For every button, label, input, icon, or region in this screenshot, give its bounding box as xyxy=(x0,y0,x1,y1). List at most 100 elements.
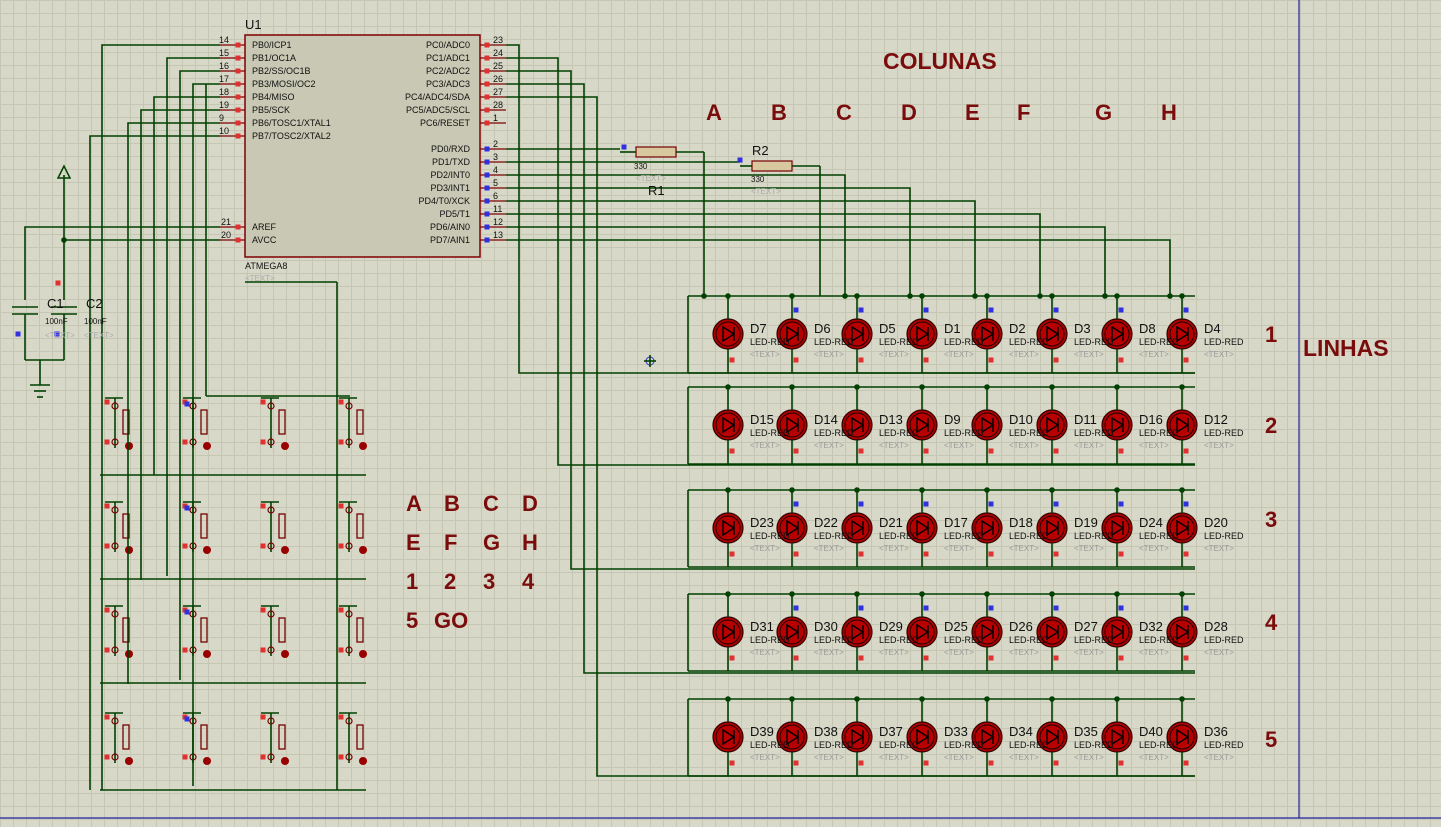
mcu-pin-number: 14 xyxy=(219,35,230,45)
switch-contact xyxy=(345,402,353,410)
pin-marker xyxy=(1053,357,1059,363)
wire xyxy=(506,187,911,296)
led-text: <TEXT> xyxy=(814,350,844,359)
mcu-pin-number: 17 xyxy=(219,74,230,84)
pin-marker xyxy=(1053,655,1059,661)
mcu-pin-number: 3 xyxy=(493,152,499,162)
led-ref: D28 xyxy=(1204,619,1228,634)
pin-marker xyxy=(793,605,799,611)
pin-marker xyxy=(793,501,799,507)
pin-marker xyxy=(923,760,929,766)
pin-marker xyxy=(104,543,110,549)
pin-marker xyxy=(988,605,994,611)
led-ref: D6 xyxy=(814,321,831,336)
mcu-pin-number: 27 xyxy=(493,87,504,97)
led-type: LED-RED xyxy=(879,635,919,645)
led-type: LED-RED xyxy=(1204,337,1244,347)
pin-marker xyxy=(1183,551,1189,557)
led-type: LED-RED xyxy=(879,428,919,438)
led-text: <TEXT> xyxy=(1074,648,1104,657)
row-drive-wire xyxy=(506,44,1195,374)
pin-marker xyxy=(729,655,735,661)
led-symbol xyxy=(981,416,995,434)
led-type: LED-RED xyxy=(1139,531,1179,541)
led-type: LED-RED xyxy=(1074,337,1114,347)
led-ref: D13 xyxy=(879,412,903,427)
led-type: LED-RED xyxy=(814,635,854,645)
switch-contact xyxy=(345,717,353,725)
pin-marker xyxy=(923,605,929,611)
pin-marker xyxy=(729,760,735,766)
pin-marker xyxy=(923,307,929,313)
led-type: LED-RED xyxy=(1009,531,1049,541)
wire xyxy=(506,174,846,296)
led-text: <TEXT> xyxy=(750,350,780,359)
keypad-legend-label: 4 xyxy=(522,569,535,594)
led-symbol xyxy=(1176,623,1190,641)
switch-contact xyxy=(111,753,119,761)
led-text: <TEXT> xyxy=(814,648,844,657)
led-ref: D5 xyxy=(879,321,896,336)
junction-dot xyxy=(725,384,731,390)
pin-marker xyxy=(923,655,929,661)
column-letter: G xyxy=(1095,100,1113,125)
wire xyxy=(506,213,1041,296)
keypad-legend-label: H xyxy=(522,530,538,555)
pin-marker xyxy=(235,55,241,61)
pin-marker xyxy=(988,448,994,454)
pin-marker xyxy=(1183,448,1189,454)
pin-marker xyxy=(338,503,344,509)
junction-dot xyxy=(919,384,925,390)
junction-dot xyxy=(919,487,925,493)
pin-marker xyxy=(1053,307,1059,313)
column-letter: C xyxy=(836,100,852,125)
keypad-legend-label: 3 xyxy=(483,569,496,594)
switch-body xyxy=(200,409,208,435)
led-symbol xyxy=(1176,325,1190,343)
pin-marker xyxy=(858,501,864,507)
pin-marker xyxy=(260,439,266,445)
junction-dot xyxy=(725,293,731,299)
led-symbol xyxy=(1111,728,1125,746)
pin-marker xyxy=(1118,501,1124,507)
switch-body xyxy=(200,724,208,750)
pin-marker xyxy=(338,714,344,720)
keypad-wire xyxy=(179,70,220,680)
led-symbol xyxy=(722,519,736,537)
junction-dot xyxy=(1049,384,1055,390)
r2-ref: R2 xyxy=(752,143,769,158)
column-letter: D xyxy=(901,100,917,125)
pin-marker xyxy=(923,501,929,507)
resistor-r1 xyxy=(635,146,677,158)
mcu-pin-name: PC2/ADC2 xyxy=(425,66,470,76)
led-symbol xyxy=(851,519,865,537)
mcu-pin-name: PD5/T1 xyxy=(439,209,470,219)
row-number: 2 xyxy=(1265,413,1278,438)
pin-marker xyxy=(923,357,929,363)
led-type: LED-RED xyxy=(1139,337,1179,347)
mcu-pin-number: 13 xyxy=(493,230,504,240)
switch-contact xyxy=(111,646,119,654)
led-symbol xyxy=(916,623,930,641)
c2-value: 100nF xyxy=(84,317,107,326)
led-text: <TEXT> xyxy=(1009,544,1039,553)
led-text: <TEXT> xyxy=(944,753,974,762)
mcu-pin-name: PB0/ICP1 xyxy=(252,40,292,50)
led-ref: D17 xyxy=(944,515,968,530)
led-text: <TEXT> xyxy=(1074,753,1104,762)
mcu-pin-name: PB1/OC1A xyxy=(252,53,297,63)
mcu-pin-number: 9 xyxy=(219,113,225,123)
pin-marker xyxy=(737,157,743,163)
junction-dot xyxy=(725,696,731,702)
led-type: LED-RED xyxy=(1204,635,1244,645)
led-ref: D3 xyxy=(1074,321,1091,336)
switch-contact xyxy=(111,438,119,446)
led-ref: D30 xyxy=(814,619,838,634)
switch-body xyxy=(356,409,364,435)
switch-contact xyxy=(111,542,119,550)
led-text: <TEXT> xyxy=(879,544,909,553)
junction-dot xyxy=(725,591,731,597)
led-symbol xyxy=(786,728,800,746)
led-symbol xyxy=(786,325,800,343)
row-number: 3 xyxy=(1265,507,1278,532)
